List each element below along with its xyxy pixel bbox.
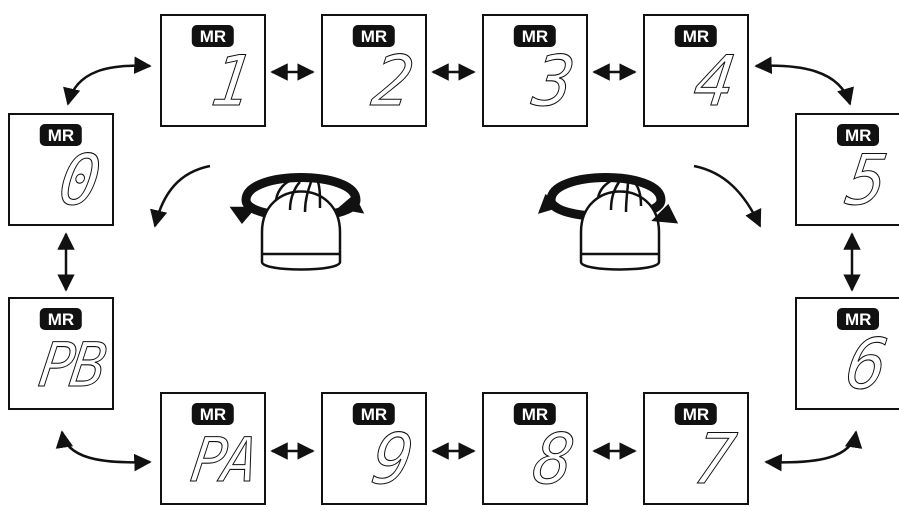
- curved-arrow: [55, 430, 152, 472]
- mr-badge: MR: [837, 308, 880, 330]
- mr-badge: MR: [674, 403, 718, 425]
- mr-badge: MR: [39, 308, 83, 330]
- rotation-arrow: [693, 164, 762, 228]
- mr-badge: MR: [513, 25, 557, 47]
- channel-panel-6: MR 6: [795, 297, 899, 410]
- channel-panel-5: MR 5: [795, 113, 899, 226]
- mr-badge: MR: [191, 25, 235, 47]
- right-dial-icon: [537, 173, 679, 271]
- curved-arrow: [764, 430, 863, 472]
- channel-panel-3: MR 3: [482, 14, 588, 127]
- channel-panel-4: MR 4: [643, 14, 749, 127]
- channel-panel-2: MR 2: [321, 14, 427, 127]
- mr-badge: MR: [513, 403, 557, 425]
- mr-badge: MR: [837, 124, 880, 146]
- mr-badge: MR: [352, 25, 396, 47]
- channel-panel-9: MR 9: [321, 392, 427, 505]
- mr-badge: MR: [191, 403, 235, 425]
- mr-badge: MR: [674, 25, 718, 47]
- channel-panel-1: MR 1: [160, 14, 266, 127]
- mr-badge: MR: [39, 124, 83, 146]
- channel-panel-pb: MR PB: [8, 297, 114, 410]
- rotation-arrow: [150, 164, 211, 228]
- curved-arrow: [63, 56, 152, 106]
- left-dial-icon: [229, 173, 365, 271]
- channel-panel-7: MR 7: [643, 392, 749, 505]
- channel-panel-pa: MR PA: [160, 392, 266, 505]
- channel-panel-0: MR 0: [8, 113, 114, 226]
- channel-panel-8: MR 8: [482, 392, 588, 505]
- mr-badge: MR: [352, 403, 396, 425]
- curved-arrow: [754, 56, 854, 106]
